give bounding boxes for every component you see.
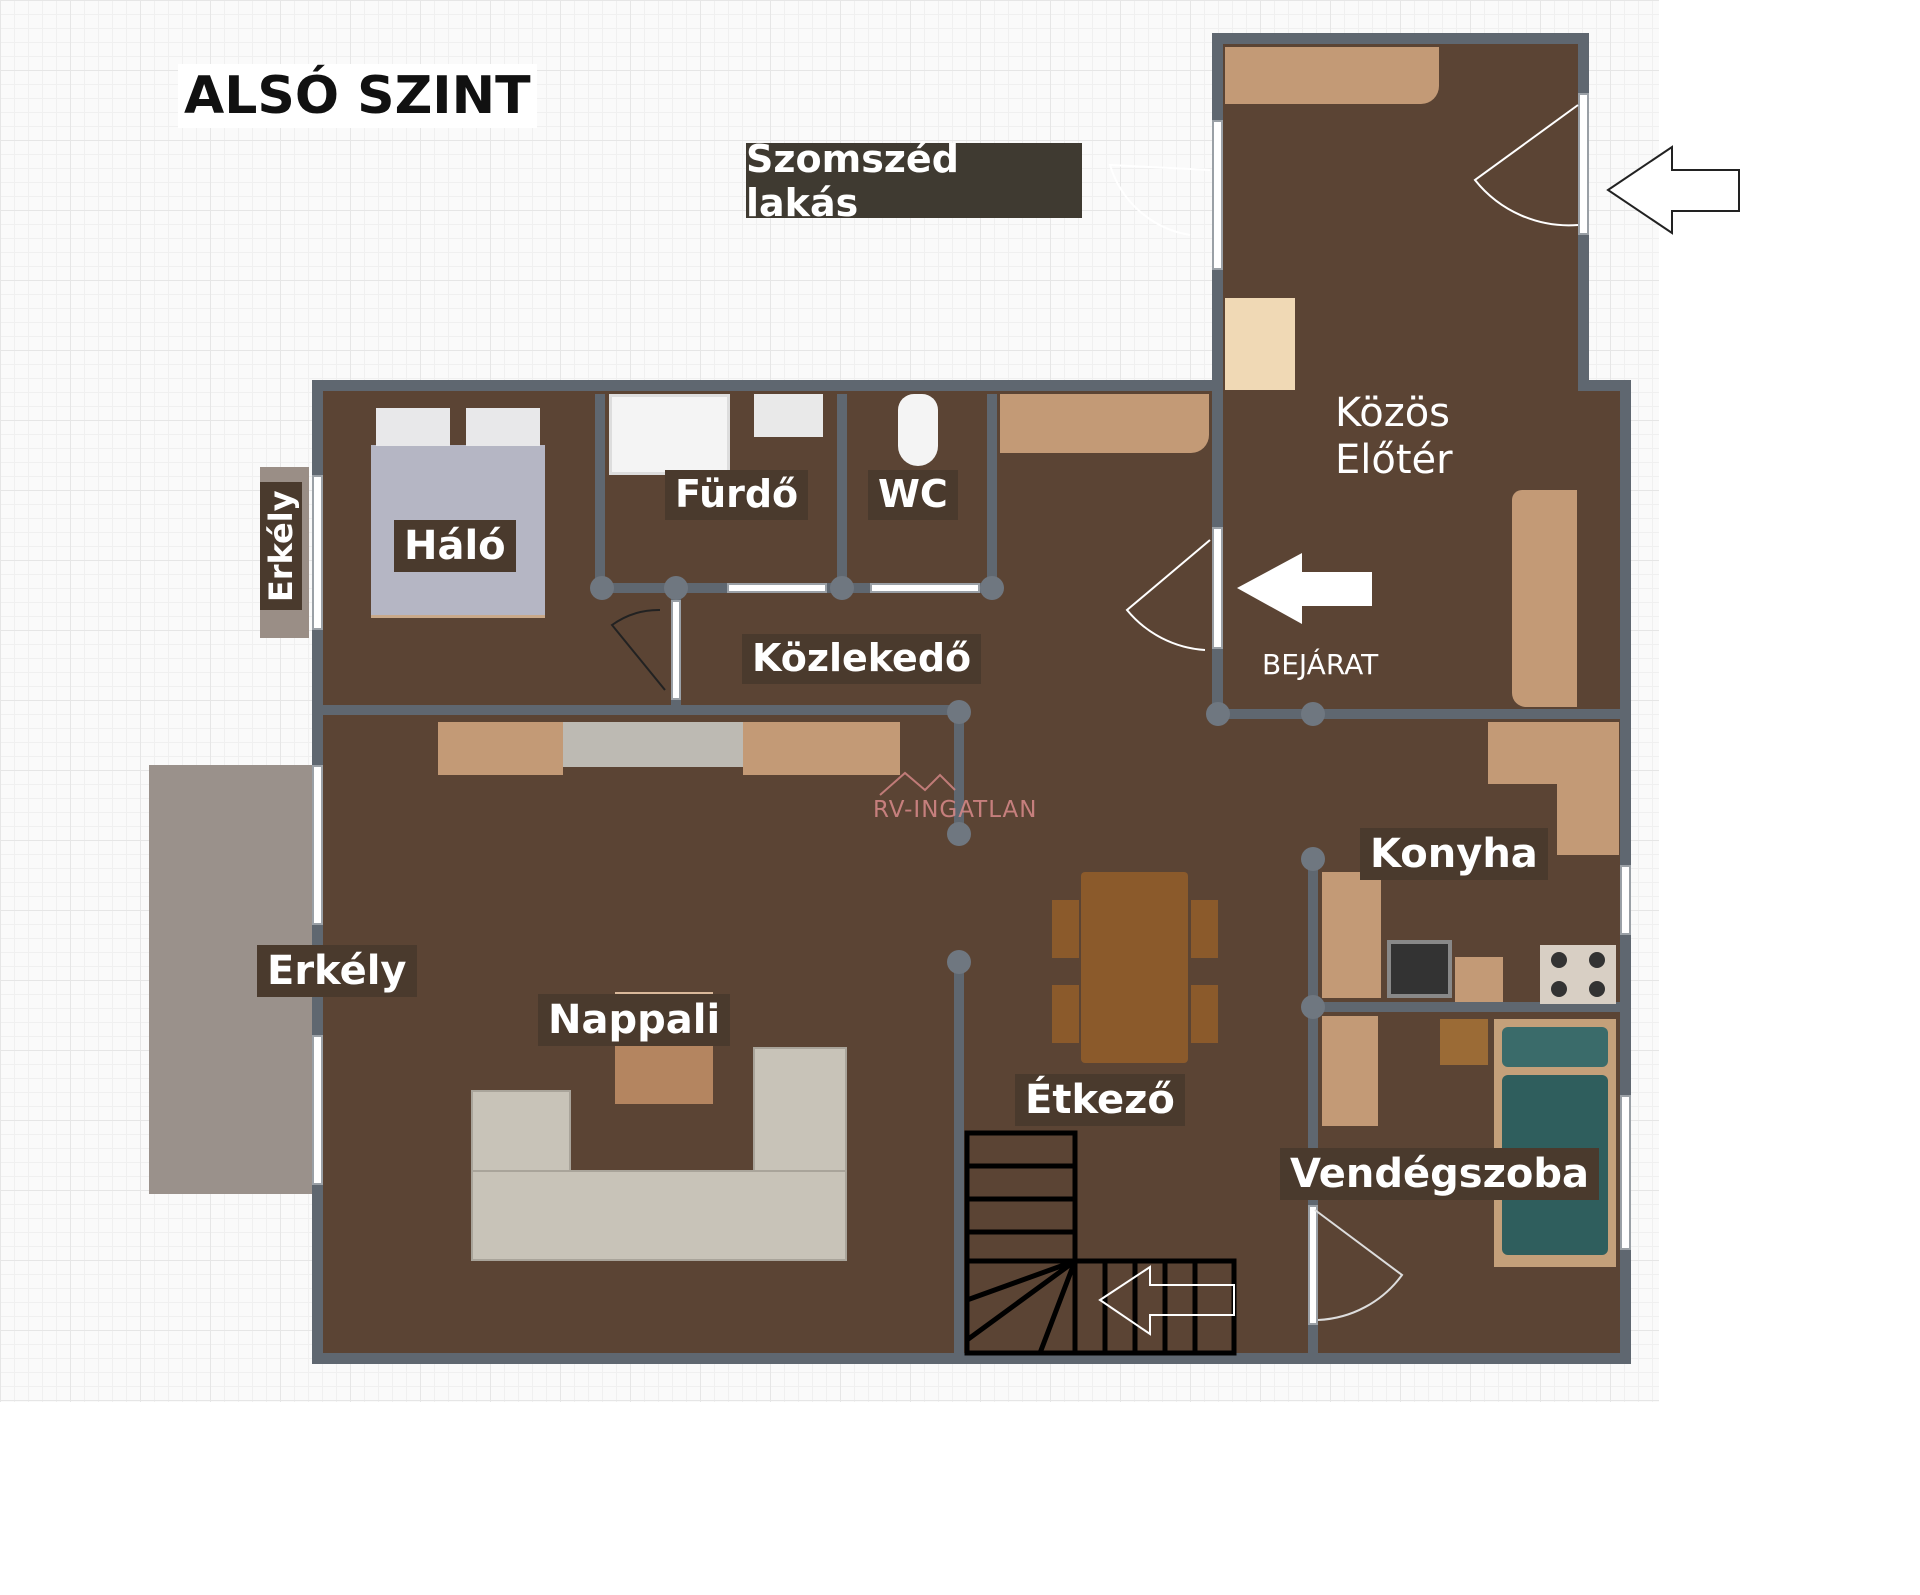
column [947, 950, 971, 974]
guest-door-opening [1308, 1205, 1318, 1325]
cabinet [1512, 490, 1577, 707]
entrance-door-opening [1212, 527, 1223, 649]
column [947, 822, 971, 846]
sofa [471, 1090, 571, 1172]
sofa [471, 1170, 847, 1261]
column [947, 700, 971, 724]
room-label-furdo: Fürdő [665, 470, 809, 520]
stair-arrow-icon [1098, 1265, 1235, 1336]
room-label-erkely-small: Erkély [260, 482, 303, 610]
neighbor-label: Szomszéd lakás [746, 137, 1082, 225]
cabinet [743, 722, 900, 775]
wall [1313, 1002, 1622, 1012]
room-label-wc: WC [868, 470, 958, 520]
kitchen-corner-cabinet [1557, 784, 1619, 855]
room-label-etkezo: Étkező [1015, 1074, 1185, 1126]
wall [987, 394, 997, 588]
kitchen-counter [1322, 872, 1381, 998]
bathroom-door-opening [727, 583, 827, 593]
floor-join [1223, 380, 1578, 392]
box [1440, 1019, 1488, 1065]
stairs [964, 1130, 1237, 1356]
column [830, 576, 854, 600]
column [1301, 702, 1325, 726]
stove [1540, 945, 1616, 1004]
wc-door-opening [870, 583, 980, 593]
window [312, 1035, 323, 1185]
door-swing [1125, 539, 1211, 651]
hall-entry-arrow-icon [1606, 145, 1740, 235]
pillow [466, 408, 540, 446]
column [1301, 995, 1325, 1019]
room-label-eloter: Előtér [1335, 437, 1453, 483]
door-swing [1473, 104, 1579, 227]
window [312, 765, 323, 925]
wall [316, 705, 961, 715]
chair [1052, 985, 1079, 1043]
toilet [898, 394, 938, 466]
kitchen-sink [1387, 940, 1452, 998]
room-label-kozlekedo: Közlekedő [742, 634, 982, 684]
sink [754, 394, 823, 437]
column [664, 576, 688, 600]
sofa [753, 1047, 847, 1172]
column [1301, 847, 1325, 871]
wall [595, 394, 605, 588]
pillow [376, 408, 450, 446]
room-label-vendegszoba: Vendégszoba [1280, 1148, 1599, 1200]
room-label-erkely-big: Erkély [257, 945, 417, 997]
chair [1191, 900, 1218, 958]
chair [1052, 900, 1079, 958]
kitchen-counter [1322, 1016, 1378, 1126]
window [312, 475, 323, 630]
door-swing [610, 608, 666, 691]
floor-title: ALSÓ SZINT [178, 64, 537, 128]
window [1620, 865, 1631, 935]
window [1620, 1095, 1631, 1250]
wall [954, 961, 964, 1353]
door-swing [1314, 1209, 1404, 1321]
column [1206, 702, 1230, 726]
hall-front-door-opening [1578, 93, 1589, 235]
room-label-bejarat: BEJÁRAT [1262, 648, 1379, 681]
room-label-halo: Háló [394, 520, 516, 572]
chair [1191, 985, 1218, 1043]
room-label-kozos: Közös [1335, 390, 1451, 436]
room-label-konyha: Konyha [1360, 828, 1548, 880]
cabinet-gray [563, 722, 743, 767]
cabinet [1225, 47, 1439, 104]
column [980, 576, 1004, 600]
cabinet [438, 722, 563, 775]
watermark: RV-INGATLAN [873, 797, 1038, 823]
hall-door-opening [1212, 120, 1223, 270]
wall [1308, 857, 1318, 1353]
room-label-nappali: Nappali [538, 994, 731, 1046]
kitchen-corner-cabinet [1488, 722, 1619, 784]
bedroom-door-opening [671, 600, 681, 700]
wall [837, 394, 847, 588]
wall [1218, 709, 1622, 719]
wall [954, 710, 964, 840]
dining-table [1081, 872, 1188, 1063]
entrance-arrow-icon [1237, 553, 1372, 624]
shelf [1225, 298, 1295, 390]
door-swing [1108, 163, 1211, 236]
watermark-logo-icon [879, 771, 956, 796]
counter-box [1455, 957, 1503, 1002]
column [590, 576, 614, 600]
cabinet [1000, 394, 1209, 453]
